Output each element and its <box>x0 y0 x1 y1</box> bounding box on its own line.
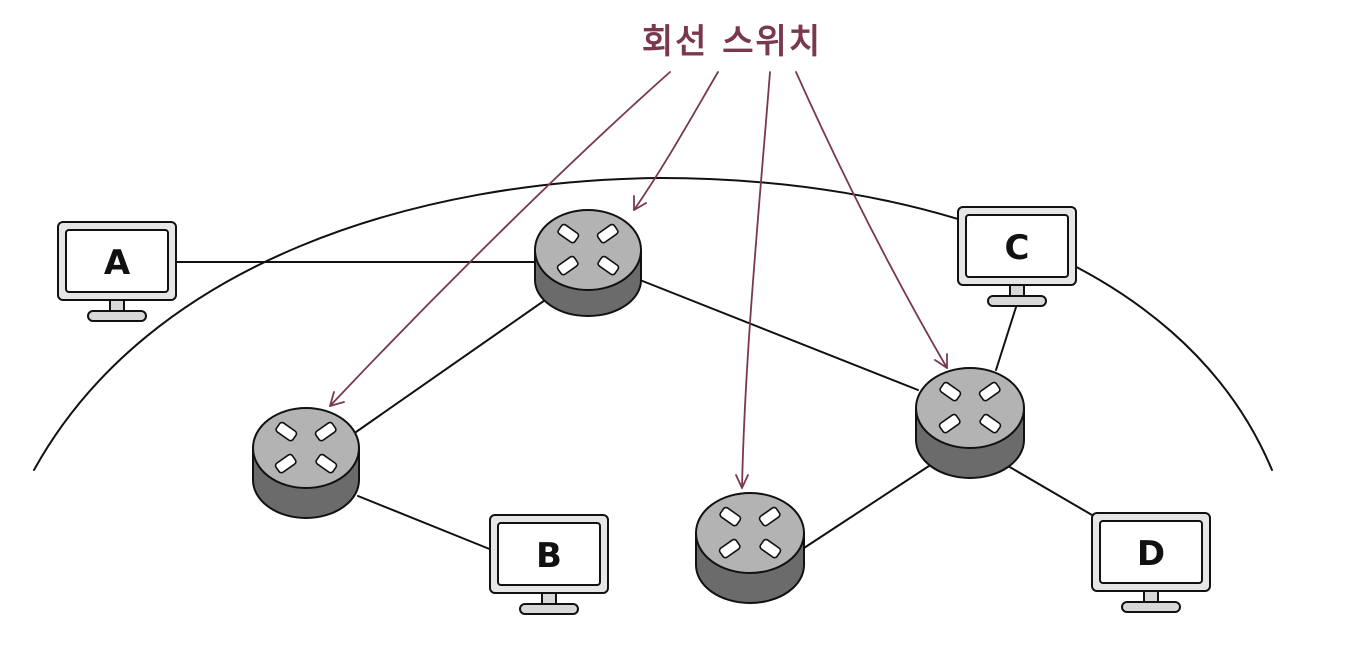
switch-ports-icon <box>938 381 1002 434</box>
host-c-monitor: C <box>957 206 1077 307</box>
link-top-right <box>639 279 919 391</box>
host-b-label: B <box>536 536 562 576</box>
arrow-to-switch-top <box>633 71 719 211</box>
switch-ports-icon <box>718 506 782 559</box>
link-right-d <box>1007 465 1093 516</box>
switch-bottom <box>695 492 805 604</box>
link-left-b <box>357 495 493 551</box>
arrowhead-icon <box>934 353 948 369</box>
host-a-label: A <box>104 243 131 283</box>
annotation-arrows <box>329 71 948 489</box>
host-a-monitor: A <box>57 221 177 322</box>
switch-top <box>534 209 642 317</box>
host-b-monitor: B <box>489 514 609 615</box>
link-top-left <box>355 297 549 433</box>
switch-ports-icon <box>274 421 338 474</box>
switch-right <box>915 367 1025 479</box>
network-boundary-arc <box>33 176 1273 471</box>
arrowhead-icon <box>329 391 345 407</box>
link-right-c <box>995 303 1018 371</box>
arrowhead-icon <box>735 474 749 489</box>
arrow-to-switch-left <box>329 71 671 407</box>
circuit-switch-label: 회선 스위치 <box>642 22 822 62</box>
switch-left <box>252 407 360 519</box>
arrow-to-switch-right <box>795 71 948 369</box>
arrowhead-icon <box>633 195 647 211</box>
switch-ports-icon <box>556 223 620 276</box>
arrow-to-switch-bottom <box>741 71 771 489</box>
link-right-bottom <box>803 463 933 549</box>
links <box>175 261 1093 551</box>
host-d-monitor: D <box>1091 512 1211 613</box>
host-d-label: D <box>1137 534 1165 574</box>
host-c-label: C <box>1005 228 1030 268</box>
